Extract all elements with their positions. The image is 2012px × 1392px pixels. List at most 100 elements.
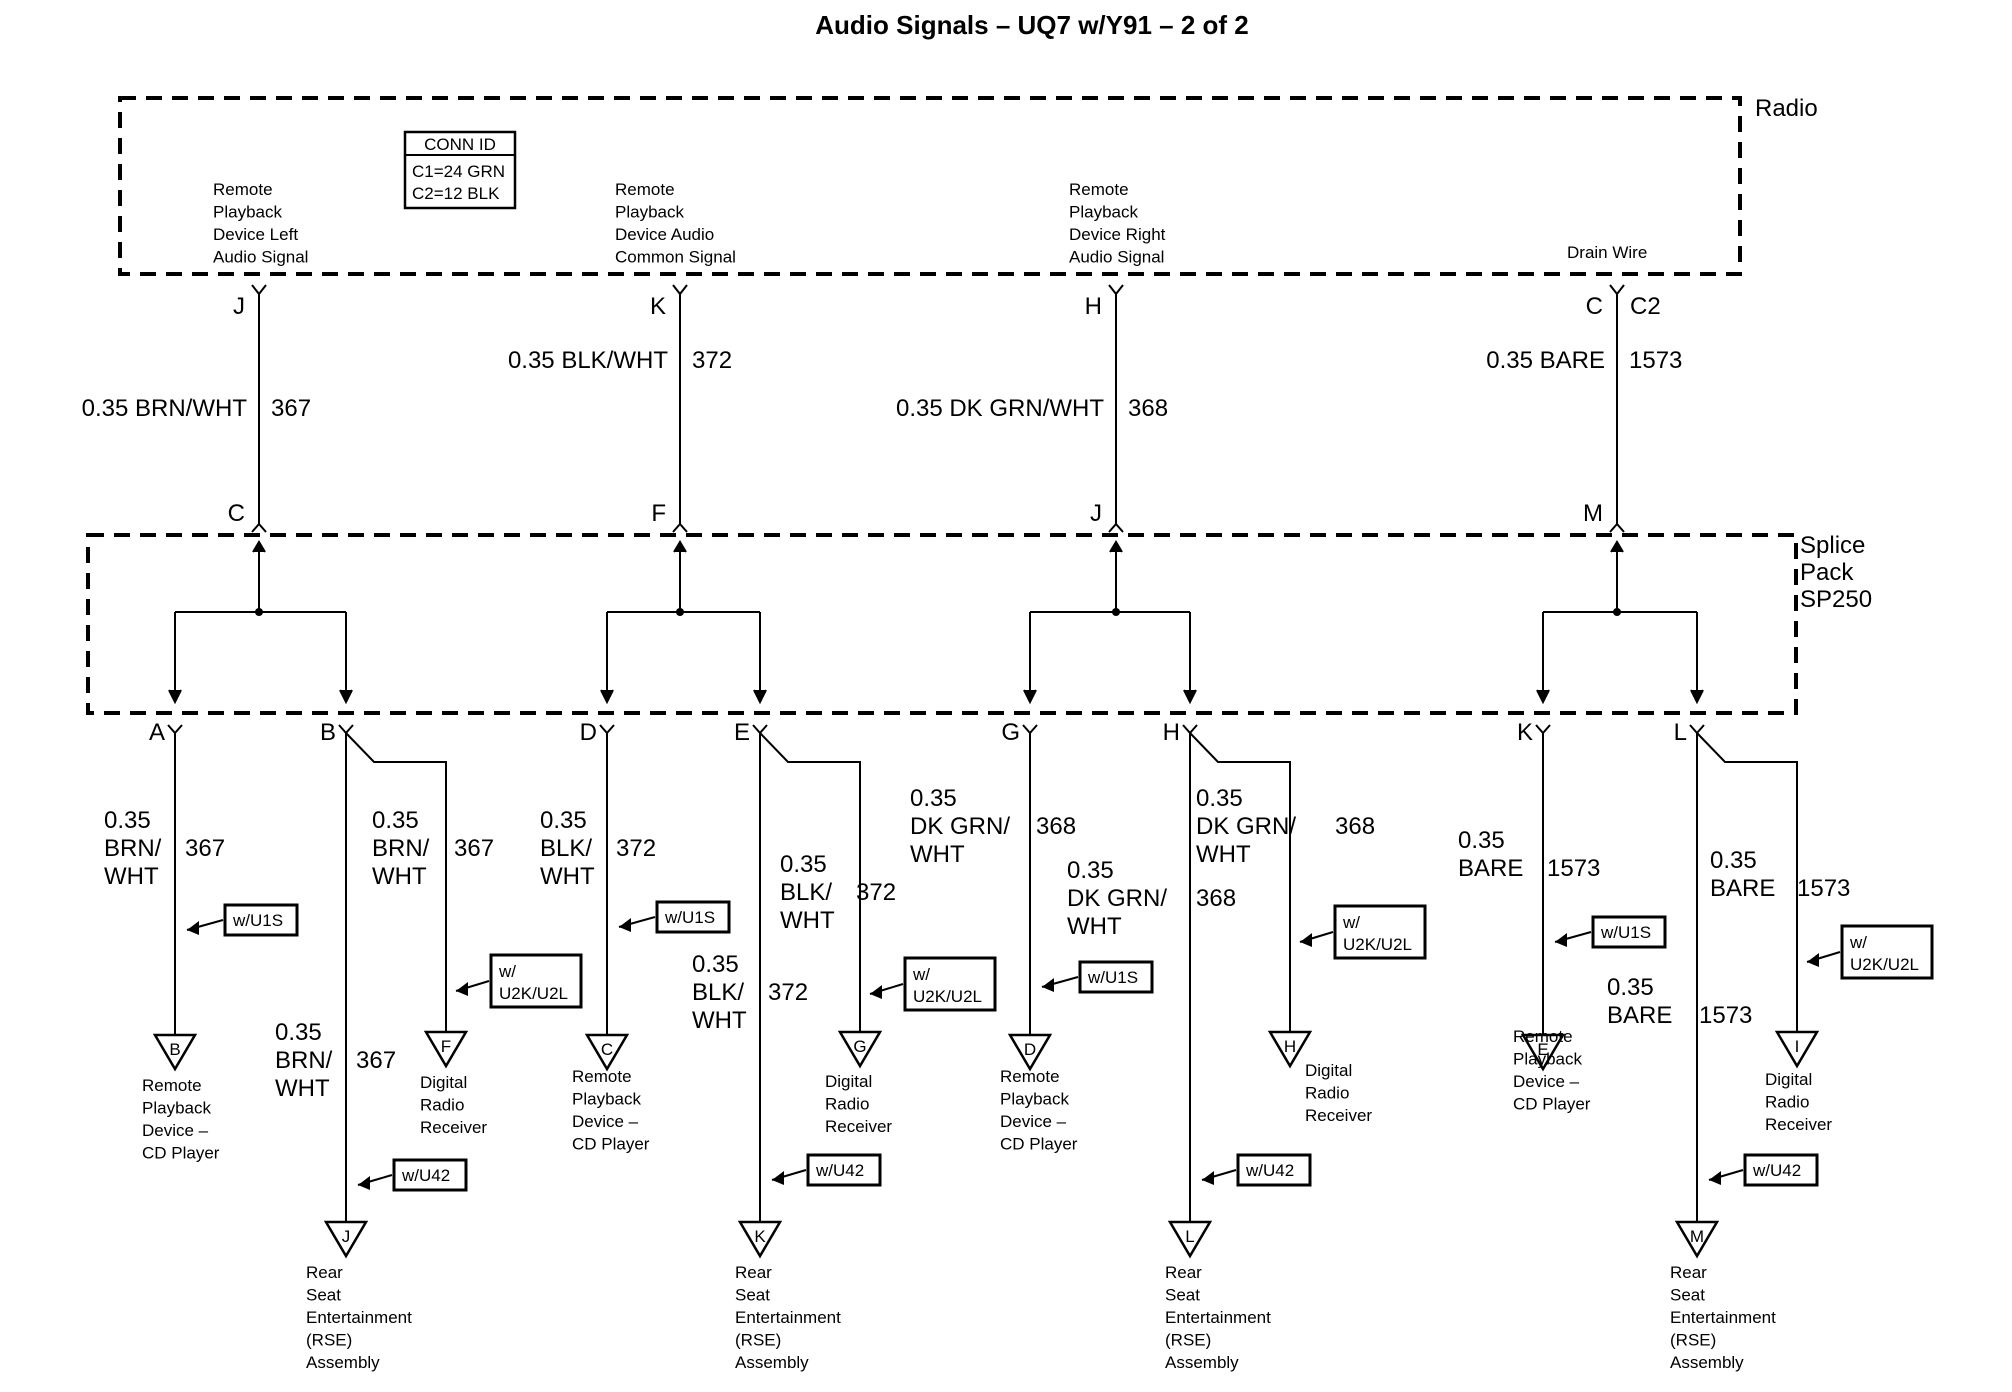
branch-wire-label: 0.35 xyxy=(1458,827,1505,854)
option-arrowhead xyxy=(1202,1171,1214,1185)
destination-label: Entertainment xyxy=(306,1308,412,1327)
destination-label: Playback xyxy=(572,1090,641,1109)
splice-arrowhead xyxy=(1183,689,1197,705)
splice-top-pin xyxy=(251,522,267,533)
branch-wire-label: BRN/ xyxy=(104,835,162,862)
splice-bottom-pin xyxy=(599,724,615,735)
destination-label: Playback xyxy=(1000,1090,1069,1109)
branch-circuit-label: 1573 xyxy=(1547,855,1600,882)
connector-digital-radio xyxy=(1774,1030,1820,1069)
branch-wire-label: WHT xyxy=(910,841,965,868)
destination-label: Digital xyxy=(1765,1070,1812,1089)
conn-id-line-2: C2=12 BLK xyxy=(412,184,500,203)
splice-arrowhead xyxy=(1536,689,1550,705)
connector-letter: C xyxy=(601,1040,613,1059)
branch-wire-label: BRN/ xyxy=(275,1047,333,1074)
option-arrowhead xyxy=(1042,978,1054,992)
option-box xyxy=(1840,924,1934,980)
branch-wire-label: WHT xyxy=(1196,841,1251,868)
destination-label: Entertainment xyxy=(1165,1308,1271,1327)
destination-label: Digital xyxy=(1305,1061,1352,1080)
destination-label: Assembly xyxy=(1165,1353,1239,1372)
splice-arrowhead xyxy=(753,689,767,705)
option-label: w/U1S xyxy=(1087,968,1138,987)
connector-remote-playback xyxy=(1520,1033,1566,1072)
radio-signal-label: Audio Signal xyxy=(213,248,308,267)
branch-wire-digital xyxy=(759,732,861,1032)
branch-wire-digital xyxy=(1696,732,1798,1032)
option-box xyxy=(655,900,731,934)
option-arrowhead xyxy=(619,918,631,932)
branch-circuit-label: 367 xyxy=(454,835,494,862)
destination-label: (RSE) xyxy=(735,1331,781,1350)
splice-bottom-pin-label: D xyxy=(580,719,597,746)
splice-arrowhead xyxy=(168,689,182,705)
splice-arrowhead xyxy=(600,689,614,705)
branch-wire-label: WHT xyxy=(275,1075,330,1102)
destination-label: Rear xyxy=(735,1263,772,1282)
splice-pack-label-1: Splice xyxy=(1800,532,1865,559)
radio-pin-label: K xyxy=(650,293,666,320)
radio-pin-label: C xyxy=(1586,293,1603,320)
destination-label: Remote xyxy=(142,1076,202,1095)
option-label: U2K/U2L xyxy=(1343,935,1412,954)
destination-label: Rear xyxy=(1165,1263,1202,1282)
splice-top-pin xyxy=(672,522,688,533)
option-arrowhead xyxy=(456,982,468,996)
destination-label: Rear xyxy=(306,1263,343,1282)
option-arrowhead xyxy=(1300,933,1312,947)
option-box xyxy=(1078,960,1154,994)
branch-circuit-label: 368 xyxy=(1335,813,1375,840)
option-arrowhead xyxy=(1807,953,1819,967)
splice-arrowhead xyxy=(252,540,266,553)
destination-label: CD Player xyxy=(572,1135,650,1154)
radio-signal-label: Common Signal xyxy=(615,248,736,267)
branch-wire-label: WHT xyxy=(1067,913,1122,940)
connector-letter: G xyxy=(853,1037,866,1056)
branch-wire-label: 0.35 xyxy=(692,951,739,978)
option-label: U2K/U2L xyxy=(913,987,982,1006)
branch-wire-label: 0.35 xyxy=(1196,785,1243,812)
option-label: U2K/U2L xyxy=(499,984,568,1003)
branch-circuit-label: 372 xyxy=(856,879,896,906)
splice-bottom-pin xyxy=(338,724,354,735)
upper-wire-circuit-label: 367 xyxy=(271,395,311,422)
destination-label: Assembly xyxy=(306,1353,380,1372)
destination-label: Receiver xyxy=(825,1117,892,1136)
splice-top-pin xyxy=(1108,522,1124,533)
splice-arrowhead xyxy=(1023,689,1037,705)
connector-remote-playback xyxy=(1007,1033,1053,1072)
connector-letter: D xyxy=(1024,1040,1036,1059)
radio-signal-label: Playback xyxy=(1069,203,1138,222)
splice-pack-label-3: SP250 xyxy=(1800,586,1872,613)
branch-wire-label: 0.35 xyxy=(910,785,957,812)
radio-connector-c2-label: C2 xyxy=(1630,293,1661,320)
destination-label: Seat xyxy=(1165,1286,1200,1305)
branch-wire-label: WHT xyxy=(692,1007,747,1034)
destination-label: Remote xyxy=(1513,1027,1573,1046)
option-arrowhead xyxy=(1709,1171,1721,1185)
radio-signal-label: Device Audio xyxy=(615,225,714,244)
connector-rse xyxy=(737,1220,783,1259)
splice-bottom-pin xyxy=(1535,724,1551,735)
connector-rse xyxy=(1674,1220,1720,1259)
destination-label: Receiver xyxy=(1305,1106,1372,1125)
connector-rse xyxy=(1167,1220,1213,1259)
radio-component-box xyxy=(118,96,1742,276)
connector-remote-playback xyxy=(152,1033,198,1072)
upper-wire-color-label: 0.35 BLK/WHT xyxy=(508,347,668,374)
splice-top-pin-label: J xyxy=(1090,500,1102,527)
splice-bottom-pin xyxy=(1689,724,1705,735)
connector-digital-radio xyxy=(837,1030,883,1069)
branch-wire-label: BRN/ xyxy=(372,835,430,862)
branch-circuit-label: 367 xyxy=(356,1047,396,1074)
connector-letter: H xyxy=(1284,1037,1296,1056)
branch-wire-label: BLK/ xyxy=(692,979,744,1006)
connector-letter: K xyxy=(754,1227,766,1246)
upper-wire-circuit-label: 372 xyxy=(692,347,732,374)
splice-top-pin xyxy=(1609,522,1625,533)
upper-wire-color-label: 0.35 BRN/WHT xyxy=(82,395,248,422)
branch-wire-label: BARE xyxy=(1458,855,1523,882)
destination-label: Device – xyxy=(572,1112,639,1131)
option-box xyxy=(903,956,997,1012)
